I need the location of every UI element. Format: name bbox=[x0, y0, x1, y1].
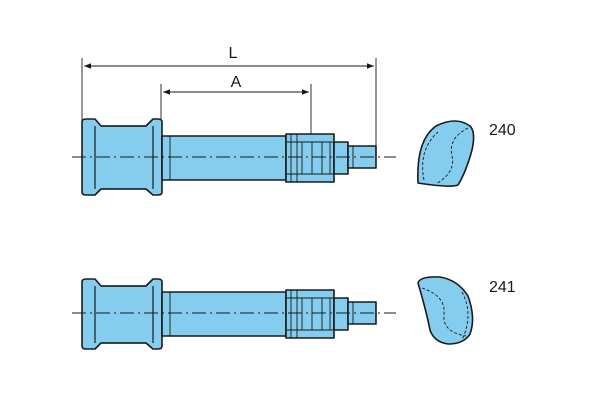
cam-profile-241 bbox=[417, 276, 474, 345]
dimension-L: L bbox=[81, 45, 377, 150]
camshaft-241 bbox=[72, 278, 396, 350]
dimension-A: A bbox=[160, 74, 312, 136]
cam-profile-240 bbox=[417, 120, 475, 187]
dimension-A-label: A bbox=[231, 74, 242, 91]
variant-240-label: 240 bbox=[489, 122, 516, 139]
camshaft-240 bbox=[72, 118, 396, 196]
dimension-L-label: L bbox=[229, 45, 238, 62]
variant-241-label: 241 bbox=[489, 279, 516, 296]
